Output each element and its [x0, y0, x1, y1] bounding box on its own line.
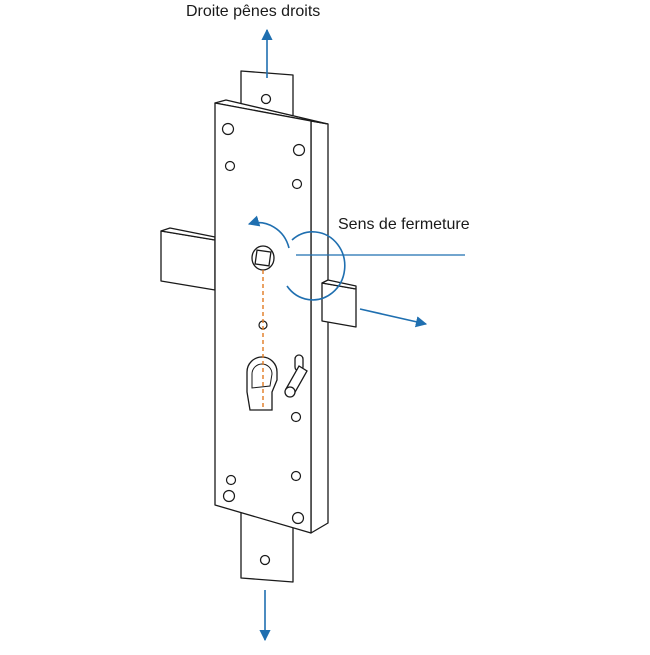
- left-latch: [160, 227, 216, 291]
- lock-front-plate: [214, 102, 312, 534]
- spindle-hole: [251, 245, 275, 271]
- rotation-label: Sens de fermeture: [338, 216, 470, 233]
- bottom-bolt: [240, 511, 294, 583]
- right-latch: [321, 279, 357, 328]
- bottom-bolt-hole: [259, 554, 271, 566]
- handle-pin: [284, 354, 308, 398]
- right-arrow: [359, 308, 428, 328]
- rotation-arrow: [249, 223, 346, 301]
- top-bolt-hole: [260, 93, 272, 105]
- lock-side-edge: [310, 120, 329, 534]
- top-label: Droite pênes droits: [186, 3, 321, 20]
- cylinder-hole: [246, 356, 278, 411]
- screw-holes: [221, 122, 306, 525]
